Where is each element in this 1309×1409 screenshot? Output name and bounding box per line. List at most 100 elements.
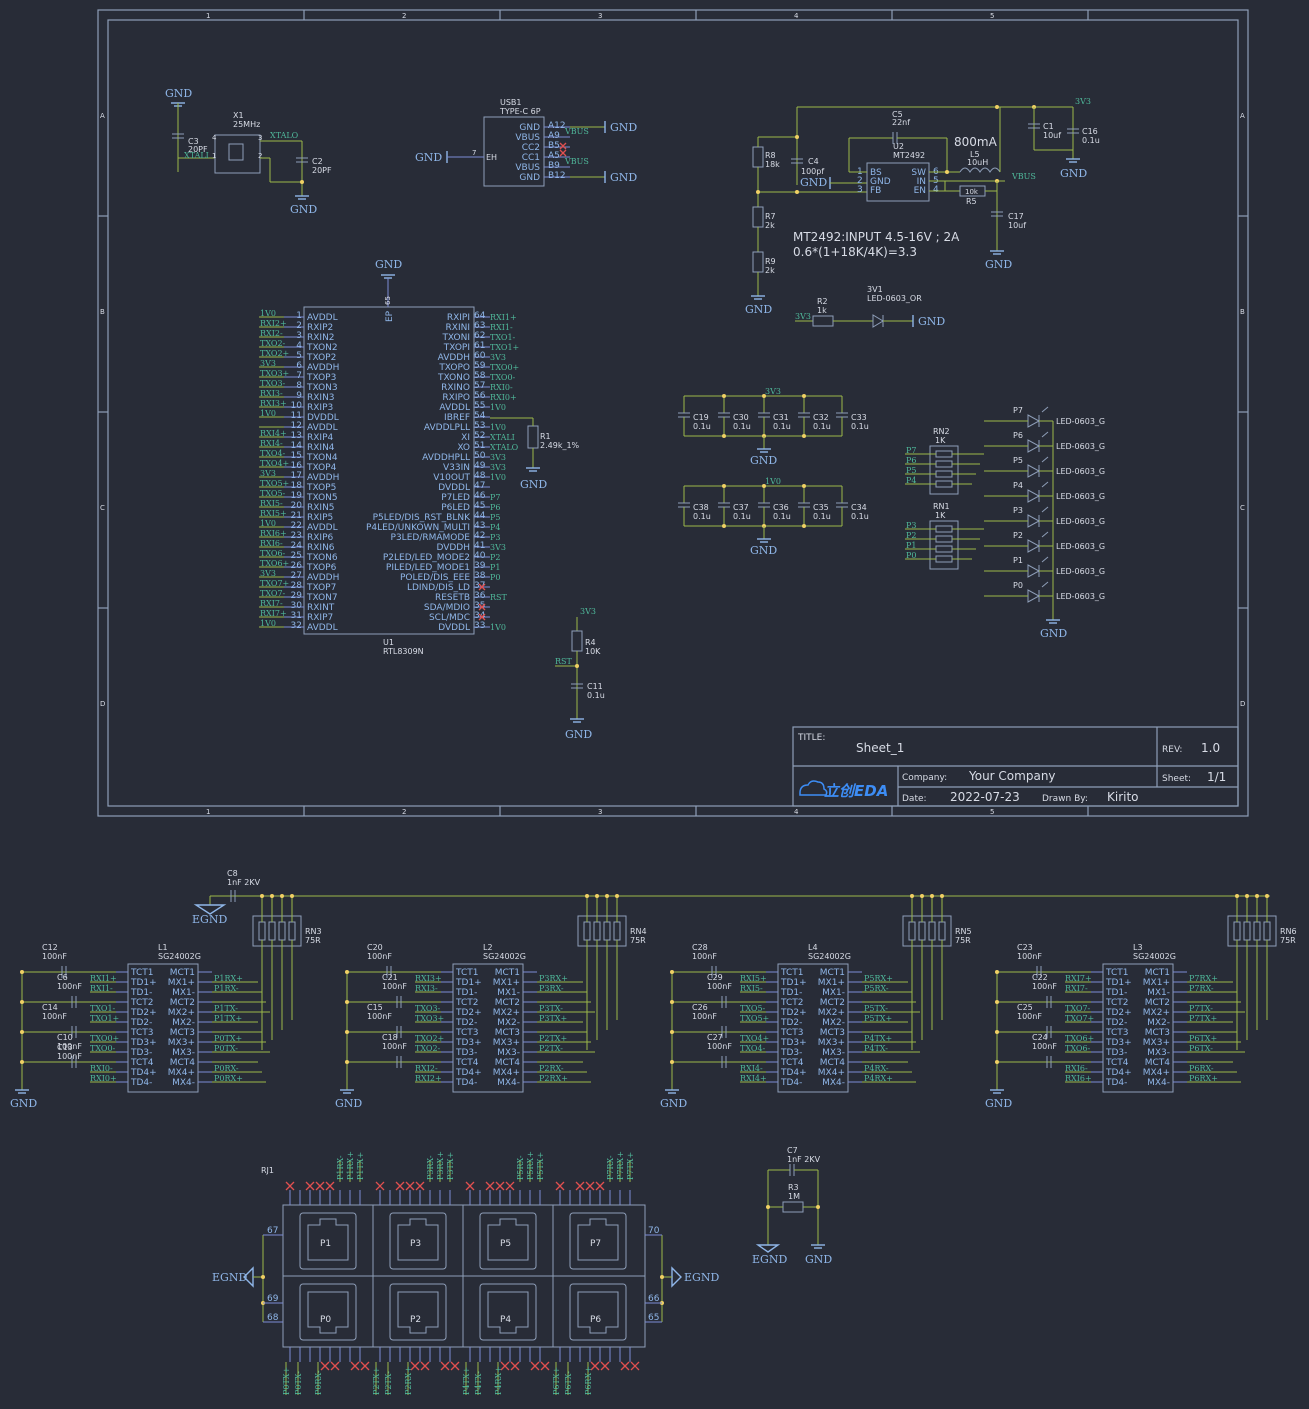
u1-left-net: RXI7- bbox=[260, 599, 283, 608]
cap-ref: C33 bbox=[851, 413, 867, 422]
rj45-port-icon bbox=[569, 1283, 627, 1341]
led-icon bbox=[1027, 539, 1041, 553]
col-label: 5 bbox=[990, 808, 994, 816]
u1-left-pin-name: RXIN6 bbox=[307, 543, 335, 553]
u1-right-pin-name: DVDDH bbox=[436, 543, 470, 553]
u1-left-net: 1V0 bbox=[260, 619, 276, 628]
magnetics-body bbox=[777, 963, 849, 1093]
u1-pin-number: 49 bbox=[474, 461, 486, 471]
u1-right-pin-name: P5LED/DIS_RST_BLNK bbox=[373, 513, 471, 523]
sheet-label: Sheet: bbox=[1162, 774, 1191, 784]
date-value: 2022-07-23 bbox=[950, 790, 1020, 804]
u1-left-net: RXI3- bbox=[260, 389, 283, 398]
led-net: P5 bbox=[906, 466, 916, 475]
mag-pin-left: TD4+ bbox=[455, 1068, 482, 1078]
u1-left-pin-name: TXON3 bbox=[306, 383, 338, 393]
mag-pin-right: MX3- bbox=[822, 1048, 845, 1058]
u1-left-pin-name: AVDDL bbox=[307, 423, 338, 433]
u1-pin-number: 45 bbox=[474, 501, 485, 511]
mag-out-net: P7TX+ bbox=[1189, 1014, 1217, 1023]
u1-pin-number: 23 bbox=[291, 531, 302, 541]
mag-in-net: RXI2- bbox=[415, 1064, 438, 1073]
svg-text:C16: C16 bbox=[1082, 127, 1098, 136]
mag-in-net: TXO7+ bbox=[1065, 1014, 1094, 1023]
mag-pin-left: TCT1 bbox=[455, 968, 478, 978]
mag-pin-left: TD4+ bbox=[1105, 1068, 1132, 1078]
net-3v3: 3V3 bbox=[1075, 97, 1091, 106]
rj45-top-net: P3TX+ bbox=[446, 1152, 455, 1180]
mag-pin-right: MCT3 bbox=[820, 1028, 845, 1038]
usb-pin-name: CC1 bbox=[522, 153, 540, 163]
svg-text:4: 4 bbox=[212, 134, 217, 142]
rj45-top-net: P5RX- bbox=[516, 1155, 525, 1180]
svg-text:RN1: RN1 bbox=[933, 502, 950, 511]
mag-out-net: P1RX+ bbox=[214, 974, 243, 983]
mag-pin-left: TD2- bbox=[1105, 1018, 1127, 1028]
gnd-label: GND bbox=[610, 171, 637, 184]
u1-pin-number: 32 bbox=[291, 621, 302, 631]
u1-right-pin-name: P3LED/RMAMODE bbox=[391, 533, 471, 543]
u1-right-net: P6 bbox=[490, 503, 500, 512]
u1-right-pin-name: IBREF bbox=[444, 413, 470, 423]
mag-in-net: RXI5- bbox=[740, 984, 763, 993]
led-net: P7 bbox=[906, 446, 916, 455]
svg-text:22nf: 22nf bbox=[892, 118, 910, 127]
col-label: 3 bbox=[598, 12, 602, 20]
svg-text:10k: 10k bbox=[965, 188, 979, 196]
u1-left-pin-name: TXOP6 bbox=[306, 563, 337, 573]
mag-pin-right: MX2- bbox=[822, 1018, 845, 1028]
u1-right-pin-name: PILED/LED_MODE1 bbox=[386, 563, 470, 573]
u1-pin-number: 9 bbox=[296, 391, 302, 401]
u1-left-net: RXI3+ bbox=[260, 399, 287, 408]
mag-pin-right: MCT3 bbox=[495, 1028, 520, 1038]
u1-left-pin-name: RXINT bbox=[307, 603, 335, 613]
eda-logo-text: 立创EDA bbox=[824, 782, 888, 800]
mag-out-net: P3TX+ bbox=[539, 1014, 567, 1023]
title-label: TITLE: bbox=[797, 733, 825, 743]
mag-out-net: P5TX- bbox=[864, 1004, 888, 1013]
u1-left-net: RXI4- bbox=[260, 439, 283, 448]
gnd-label: GND bbox=[520, 478, 547, 491]
u1-pin-number: 39 bbox=[474, 561, 486, 571]
u1-right-pin-name: P6LED bbox=[441, 503, 470, 513]
mag-pin-right: MX3- bbox=[497, 1048, 520, 1058]
mag-pin-right: MCT2 bbox=[1145, 998, 1170, 1008]
mag-in-net: RXI3- bbox=[415, 984, 438, 993]
mag-out-net: P3TX- bbox=[539, 1004, 563, 1013]
rn-value: 75R bbox=[955, 936, 971, 945]
mag-pin-left: TD1- bbox=[1105, 988, 1127, 998]
decoupling-caps: 3V3 1V0 GND GND C190.1uC300.1uC310.1uC32… bbox=[678, 387, 869, 557]
sheet-value: 1/1 bbox=[1207, 770, 1226, 784]
rj45-bottom-net: P0TX- bbox=[294, 1371, 303, 1395]
u1-pin-number: 54 bbox=[474, 411, 486, 421]
rj45-top-net: P7RX- bbox=[606, 1155, 615, 1180]
gnd-label: GND bbox=[750, 454, 777, 467]
mag-pin-left: TD2- bbox=[780, 1018, 802, 1028]
rj45-port-label: P6 bbox=[590, 1315, 601, 1325]
mag-out-net: P7RX+ bbox=[1189, 974, 1218, 983]
u1-left-pin-name: TXOP3 bbox=[306, 373, 336, 383]
u1-right-net: 1V0 bbox=[490, 423, 506, 432]
u1-left-net: 3V3 bbox=[260, 359, 276, 368]
rj45-port-label: P0 bbox=[320, 1315, 331, 1325]
mag-pin-left: TCT2 bbox=[130, 998, 153, 1008]
mag-pin-left: TD1+ bbox=[780, 978, 807, 988]
cap-ref: C19 bbox=[693, 413, 709, 422]
u1-left-net: TXO3- bbox=[260, 379, 286, 388]
u1-right-net: 1V0 bbox=[490, 623, 506, 632]
mag-in-net: TXO4+ bbox=[740, 1034, 769, 1043]
svg-text:2: 2 bbox=[258, 152, 262, 160]
mag-pin-left: TD4- bbox=[455, 1078, 477, 1088]
u1-left-pin-name: RXIP3 bbox=[307, 403, 333, 413]
rn-ref: RN4 bbox=[630, 927, 647, 936]
u1-right-net: P1 bbox=[490, 563, 500, 572]
led-icon bbox=[1027, 439, 1041, 453]
mag-pin-left: TCT4 bbox=[130, 1058, 154, 1068]
u1-pin-number: 48 bbox=[474, 471, 486, 481]
col-label: 1 bbox=[206, 808, 210, 816]
egnd-label: EGND bbox=[752, 1253, 787, 1266]
led-net: P2 bbox=[906, 531, 916, 540]
drawn-by-label: Drawn By: bbox=[1042, 794, 1088, 804]
cap-value: 100nF bbox=[42, 1012, 67, 1021]
crystal-circuit: GND C3 20PF X1 25MHz XTALI XTALO 4 1 3 2… bbox=[165, 87, 332, 216]
